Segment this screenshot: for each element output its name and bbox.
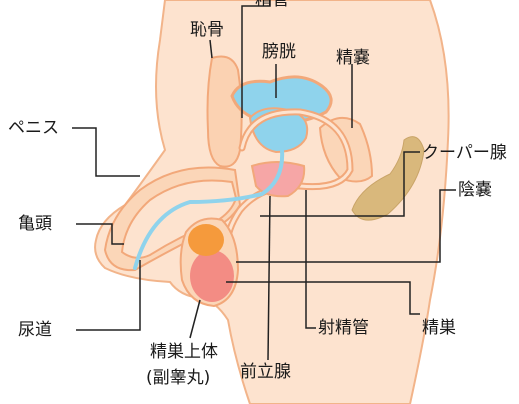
label-urethra: 尿道 xyxy=(18,320,52,340)
label-epididymis-alt: (副睾丸) xyxy=(146,368,210,388)
label-epididymis: 精巣上体 xyxy=(150,342,218,362)
label-seminal-vesicle: 精嚢 xyxy=(336,48,370,68)
label-glans: 亀頭 xyxy=(18,214,52,234)
label-pubic-bone: 恥骨 xyxy=(190,20,224,40)
testis-shape xyxy=(190,250,234,302)
epididymis-shape xyxy=(188,224,224,256)
label-ejaculatory-duct: 射精管 xyxy=(318,318,369,338)
label-scrotum: 陰嚢 xyxy=(458,180,492,200)
label-testis: 精巣 xyxy=(422,318,456,338)
label-prostate: 前立腺 xyxy=(240,362,291,382)
pubic-bone-shape xyxy=(208,57,242,167)
label-vas-deferens-top: 精管 xyxy=(255,0,289,10)
label-bladder: 膀胱 xyxy=(262,42,296,62)
label-penis: ペニス xyxy=(8,118,59,138)
label-cowper-gland: クーパー腺 xyxy=(422,143,507,163)
